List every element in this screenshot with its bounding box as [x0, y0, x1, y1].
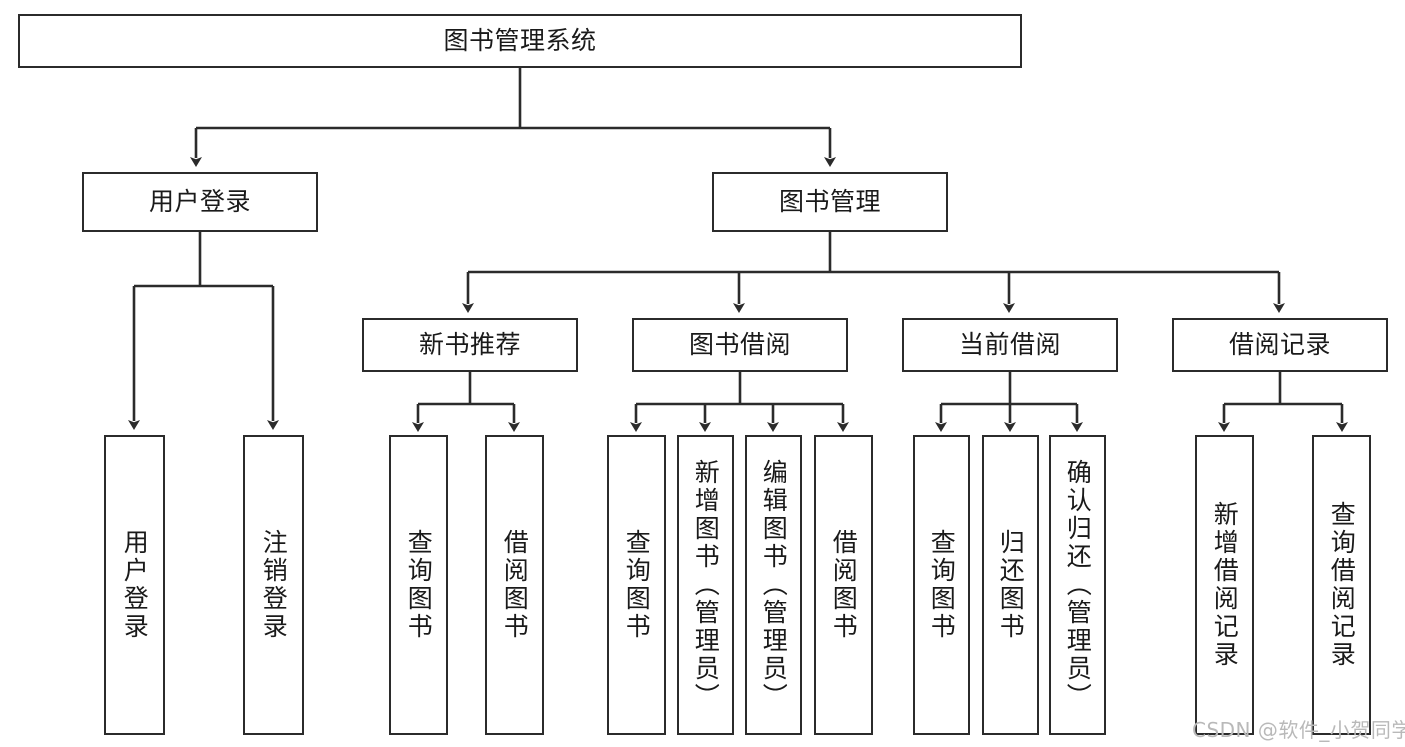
node-label: 图书管理系统 — [443, 26, 597, 56]
leaf-book-borrow-query-book[interactable]: 查询图书 — [607, 435, 666, 735]
leaf-book-borrow-add-book[interactable]: 新增图书（管理员） — [677, 435, 734, 735]
leaf-current-borrow-query-book[interactable]: 查询图书 — [913, 435, 970, 735]
node-label: 新增图书（管理员） — [691, 459, 721, 711]
node-label: 借阅记录 — [1228, 330, 1331, 360]
node-label: 新书推荐 — [418, 330, 521, 360]
node-label: 当前借阅 — [958, 330, 1061, 360]
node-root-system[interactable]: 图书管理系统 — [18, 14, 1022, 68]
csdn-watermark: CSDN @软件_小贺同学 — [1192, 718, 1405, 742]
node-label: 图书管理 — [778, 187, 881, 217]
leaf-current-borrow-confirm-return[interactable]: 确认归还（管理员） — [1049, 435, 1106, 735]
node-label: 查询借阅记录 — [1327, 501, 1357, 669]
node-book-management[interactable]: 图书管理 — [712, 172, 948, 232]
node-book-borrow[interactable]: 图书借阅 — [632, 318, 848, 372]
node-label: 借阅图书 — [829, 529, 859, 641]
leaf-borrow-record-add-record[interactable]: 新增借阅记录 — [1195, 435, 1254, 735]
node-label: 图书借阅 — [688, 330, 791, 360]
node-label: 查询图书 — [404, 529, 434, 641]
node-label: 确认归还（管理员） — [1063, 459, 1093, 711]
node-label: 注销登录 — [259, 529, 289, 641]
node-label: 查询图书 — [622, 529, 652, 641]
node-label: 用户登录 — [148, 187, 251, 217]
node-label: 编辑图书（管理员） — [759, 459, 789, 711]
leaf-user-login-logout[interactable]: 注销登录 — [243, 435, 304, 735]
leaf-book-borrow-borrow-book[interactable]: 借阅图书 — [814, 435, 873, 735]
node-new-book-recommend[interactable]: 新书推荐 — [362, 318, 578, 372]
node-borrow-record[interactable]: 借阅记录 — [1172, 318, 1388, 372]
leaf-new-book-query-book[interactable]: 查询图书 — [389, 435, 448, 735]
node-label: 借阅图书 — [500, 529, 530, 641]
leaf-book-borrow-edit-book[interactable]: 编辑图书（管理员） — [745, 435, 802, 735]
node-user-login[interactable]: 用户登录 — [82, 172, 318, 232]
leaf-current-borrow-return-book[interactable]: 归还图书 — [982, 435, 1039, 735]
leaf-new-book-borrow-book[interactable]: 借阅图书 — [485, 435, 544, 735]
node-current-borrow[interactable]: 当前借阅 — [902, 318, 1118, 372]
leaf-borrow-record-query-record[interactable]: 查询借阅记录 — [1312, 435, 1371, 735]
leaf-user-login-login[interactable]: 用户登录 — [104, 435, 165, 735]
node-label: 用户登录 — [120, 529, 150, 641]
node-label: 新增借阅记录 — [1210, 501, 1240, 669]
node-label: 归还图书 — [996, 529, 1026, 641]
node-label: 查询图书 — [927, 529, 957, 641]
